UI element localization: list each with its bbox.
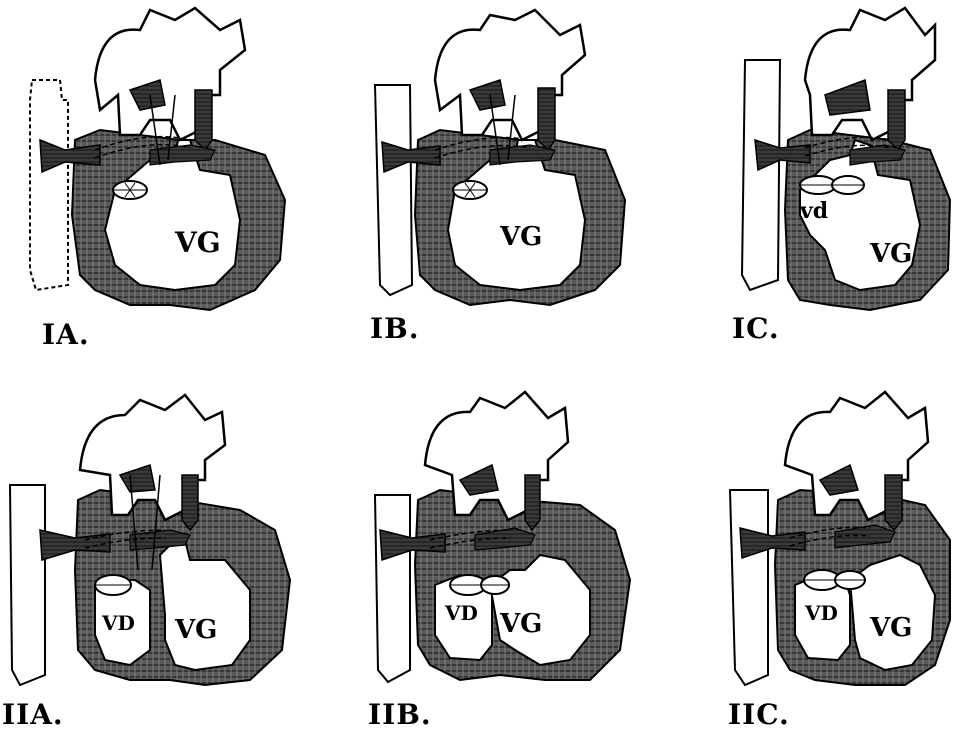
panel-ic: vd VG IC. <box>650 0 965 370</box>
panel-ib: VG IB. <box>340 0 640 370</box>
chamber-label-vg: VG <box>174 226 221 259</box>
chamber-label-vd: VD <box>444 601 478 625</box>
panel-iib: VD VG IIB. <box>340 380 640 740</box>
heart-diagram-iic: VD VG <box>650 380 965 740</box>
panel-label: IIC. <box>728 698 790 731</box>
heart-diagram-iib: VD VG <box>340 380 640 740</box>
chamber-label-vg: VG <box>499 609 542 639</box>
panel-iic: VD VG IIC. <box>650 380 965 740</box>
heart-diagram-ic: vd VG <box>650 0 965 370</box>
chamber-label-vg: VG <box>499 222 542 252</box>
chamber-label-vd: VD <box>804 601 838 625</box>
heart-diagram-iia: VD VG <box>0 380 320 740</box>
panel-iia: VD VG IIA. <box>0 380 320 740</box>
chamber-label-vd: VD <box>101 611 135 635</box>
panel-ia: VG IA. <box>0 0 320 370</box>
chamber-label-vd: vd <box>799 198 828 224</box>
chamber-label-vg: VG <box>869 613 912 643</box>
chamber-label-vg: VG <box>869 239 912 269</box>
panel-label: IC. <box>732 312 780 345</box>
panel-label: IB. <box>370 312 420 345</box>
chamber-label-vg: VG <box>174 615 217 645</box>
panel-label: IA. <box>42 318 90 351</box>
panel-label: IIA. <box>2 698 64 731</box>
panel-label: IIB. <box>368 698 432 731</box>
heart-diagram-ia: VG <box>0 0 320 370</box>
